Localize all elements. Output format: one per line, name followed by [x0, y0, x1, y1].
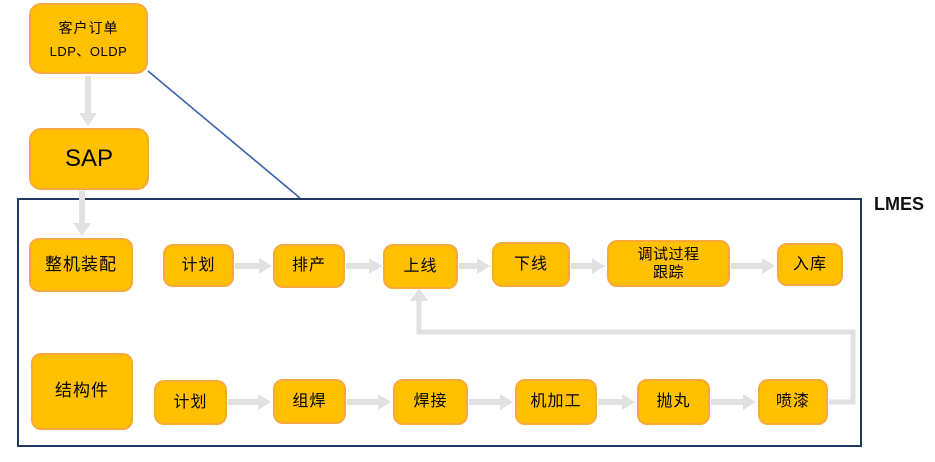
- structural-parts-label: 结构件: [55, 381, 109, 401]
- lmes-boundary-frame: [17, 198, 862, 447]
- node-customer-order: 客户订单 LDP、OLDP: [29, 3, 148, 74]
- painting-label: 喷漆: [775, 393, 810, 411]
- warehousing-label: 入库: [792, 255, 827, 273]
- debug-tracking-line2: 跟踪: [652, 263, 684, 281]
- diagonal-line-order-to-lmes: [147, 70, 301, 199]
- customer-order-subtitle: LDP、OLDP: [49, 43, 128, 59]
- offline-label: 下线: [513, 255, 548, 273]
- node-shot-blasting: 抛丸: [637, 379, 710, 425]
- node-machining: 机加工: [515, 379, 597, 425]
- tack-welding-label: 组焊: [292, 392, 327, 410]
- node-plan-assembly: 计划: [163, 244, 234, 287]
- node-scheduling: 排产: [273, 244, 345, 288]
- lmes-label: LMES: [874, 194, 925, 214]
- node-assembly: 整机装配: [29, 238, 133, 292]
- node-tack-welding: 组焊: [273, 379, 346, 424]
- assembly-label: 整机装配: [45, 254, 117, 274]
- machining-label: 机加工: [530, 393, 582, 411]
- welding-label: 焊接: [413, 393, 448, 411]
- node-plan-structural: 计划: [154, 380, 227, 425]
- sap-label: SAP: [64, 144, 114, 172]
- arrow-customer-to-sap: [79, 76, 97, 126]
- plan-structural-label: 计划: [173, 393, 208, 411]
- scheduling-label: 排产: [291, 257, 326, 275]
- node-warehousing: 入库: [777, 243, 843, 286]
- debug-tracking-line1: 调试过程: [637, 245, 700, 263]
- node-offline: 下线: [492, 242, 570, 287]
- customer-order-title: 客户订单: [58, 19, 119, 36]
- node-structural-parts: 结构件: [31, 353, 133, 430]
- node-online: 上线: [383, 244, 458, 289]
- node-sap: SAP: [29, 128, 149, 190]
- plan-assembly-label: 计划: [181, 256, 216, 274]
- node-painting: 喷漆: [758, 379, 828, 425]
- node-debug-tracking: 调试过程 跟踪: [607, 240, 730, 287]
- node-welding: 焊接: [393, 379, 468, 425]
- shot-blasting-label: 抛丸: [656, 393, 691, 411]
- online-label: 上线: [403, 257, 438, 275]
